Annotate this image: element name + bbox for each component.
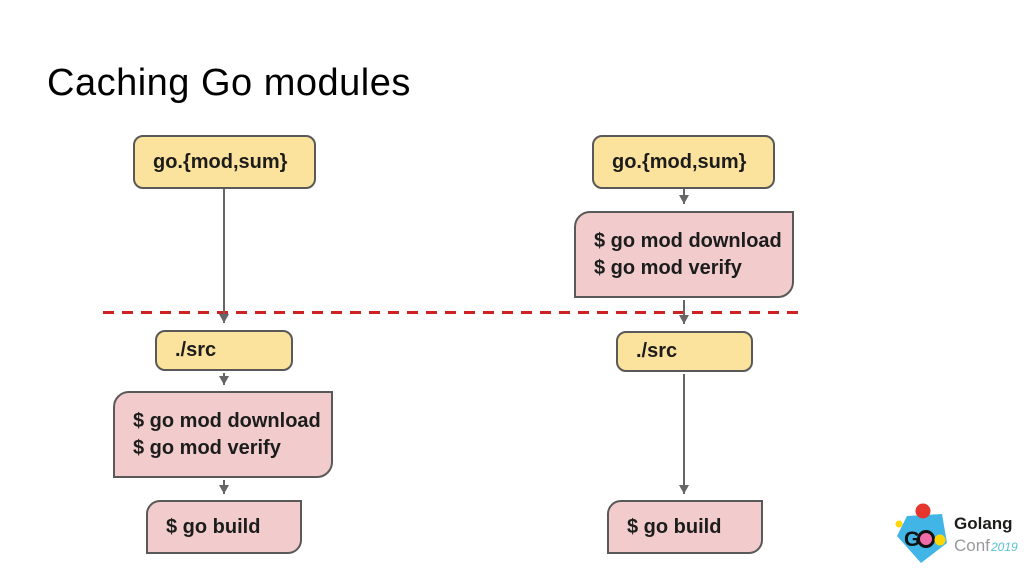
command-line: $ go mod download [594, 229, 782, 252]
logo-go-letter: G [904, 528, 920, 551]
command-line: $ go build [166, 515, 261, 538]
logo-brand-text: Golang [954, 514, 1013, 533]
node-src-right: ./src [616, 331, 753, 372]
logo-conf-text: Conf [954, 536, 990, 555]
logo-year-text: 2019 [990, 540, 1018, 554]
golang-conf-logo: G Golang Conf 2019 [895, 503, 1018, 563]
command-line: $ go mod download [133, 409, 321, 432]
node-label: ./src [175, 339, 217, 361]
command-line: $ go build [627, 515, 722, 538]
node-src-left: ./src [155, 330, 293, 371]
logo-yellow-dot-right [934, 534, 946, 546]
logo-pink-o [917, 530, 935, 548]
node-label: ./src [636, 340, 678, 362]
node-go-build-left: $ go build [146, 500, 302, 554]
command-line: $ go mod verify [133, 436, 281, 459]
node-gomod-right: go.{mod,sum} [592, 135, 775, 189]
command-line: $ go mod verify [594, 256, 742, 279]
logo-yellow-dot-left [895, 520, 903, 528]
slide-title: Caching Go modules [47, 62, 411, 104]
node-mod-download-verify-left: $ go mod download $ go mod verify [113, 391, 333, 478]
node-mod-download-verify-right: $ go mod download $ go mod verify [574, 211, 794, 298]
node-label: go.{mod,sum} [153, 150, 288, 173]
node-gomod-left: go.{mod,sum} [133, 135, 316, 189]
node-label: go.{mod,sum} [612, 150, 747, 173]
node-go-build-right: $ go build [607, 500, 763, 554]
logo-red-dot [915, 503, 931, 519]
